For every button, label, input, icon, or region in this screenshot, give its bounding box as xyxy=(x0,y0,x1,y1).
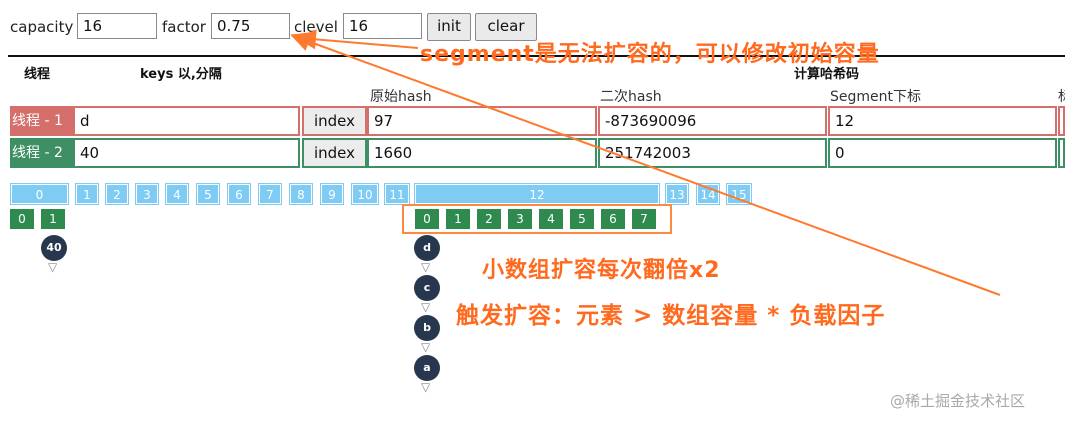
capacity-label: capacity xyxy=(10,18,74,36)
original-hash-header: 原始hash xyxy=(370,89,432,105)
thread-col-header: 线程 xyxy=(24,67,51,82)
segment-bucket-5[interactable]: 5 xyxy=(196,183,220,205)
segment-index-header: Segment下标 xyxy=(830,89,921,105)
factor-label: factor xyxy=(162,18,206,36)
segment-bucket-0[interactable]: 0 xyxy=(10,183,69,205)
seg12-slot-4: 4 xyxy=(539,209,563,229)
seg12-slot-3: 3 xyxy=(508,209,532,229)
node-a: a xyxy=(414,355,440,381)
clevel-input[interactable]: 16 xyxy=(343,13,422,39)
node-d: d xyxy=(414,235,440,261)
secondary-hash-header: 二次hash xyxy=(600,89,662,105)
segment-bucket-10[interactable]: 10 xyxy=(351,183,379,205)
capacity-input[interactable]: 16 xyxy=(77,13,157,39)
segment-bucket-13[interactable]: 13 xyxy=(665,183,689,205)
seg12-slot-6: 6 xyxy=(601,209,625,229)
thread-1-label: 线程 - 1 xyxy=(10,106,73,136)
segment-bucket-4[interactable]: 4 xyxy=(165,183,189,205)
arrow-to-clevel xyxy=(296,29,419,50)
truncated-header: 标 xyxy=(1058,86,1065,106)
down-arrow-icon: ▽ xyxy=(421,300,431,314)
seg12-slot-2: 2 xyxy=(477,209,501,229)
thread-1-original-hash: 97 xyxy=(367,106,597,136)
thread-1-keys-input[interactable]: d xyxy=(73,106,300,136)
seg12-slot-5: 5 xyxy=(570,209,594,229)
thread-2-segment-index: 0 xyxy=(828,138,1057,168)
segment-bucket-2[interactable]: 2 xyxy=(105,183,129,205)
thread-1-index-button[interactable]: index xyxy=(302,106,367,136)
seg12-slot-7: 7 xyxy=(632,209,656,229)
arrow-to-factor xyxy=(290,32,1001,296)
down-arrow-icon: ▽ xyxy=(48,260,58,274)
thread-2-keys-input[interactable]: 40 xyxy=(73,138,300,168)
thread-2-original-hash: 1660 xyxy=(367,138,597,168)
node-c: c xyxy=(414,275,440,301)
seg12-slot-1: 1 xyxy=(446,209,470,229)
segment-bucket-8[interactable]: 8 xyxy=(289,183,313,205)
down-arrow-icon: ▽ xyxy=(421,340,431,354)
segment-bucket-1[interactable]: 1 xyxy=(75,183,99,205)
segment-bucket-7[interactable]: 7 xyxy=(258,183,282,205)
clear-button[interactable]: clear xyxy=(475,13,537,41)
hash-group-header: 计算哈希码 xyxy=(794,67,860,82)
node-40: 40 xyxy=(41,235,67,261)
seg0-slot-1: 1 xyxy=(41,209,65,229)
keys-col-header: keys 以,分隔 xyxy=(140,67,222,82)
watermark: @稀土掘金技术社区 xyxy=(890,392,1026,410)
down-arrow-icon: ▽ xyxy=(421,380,431,394)
segment-note: segment是无法扩容的，可以修改初始容量 xyxy=(420,42,880,67)
thread-2-index-button[interactable]: index xyxy=(302,138,367,168)
init-button[interactable]: init xyxy=(427,13,471,41)
factor-input[interactable]: 0.75 xyxy=(211,13,290,39)
segment-bucket-11[interactable]: 11 xyxy=(384,183,410,205)
seg12-slot-0: 0 xyxy=(415,209,439,229)
resize-note: 小数组扩容每次翻倍x2 xyxy=(482,258,721,283)
node-b: b xyxy=(414,315,440,341)
segment-bucket-6[interactable]: 6 xyxy=(227,183,251,205)
thread-1-segment-index: 12 xyxy=(828,106,1057,136)
thread-2-label: 线程 - 2 xyxy=(10,138,73,168)
seg0-slot-0: 0 xyxy=(10,209,34,229)
down-arrow-icon: ▽ xyxy=(421,260,431,274)
thread-2-truncated-cell xyxy=(1058,138,1065,168)
segment-bucket-12[interactable]: 12 xyxy=(414,183,660,205)
seg12-highlight-box xyxy=(402,204,672,234)
segment-bucket-9[interactable]: 9 xyxy=(320,183,344,205)
segment-bucket-3[interactable]: 3 xyxy=(135,183,159,205)
header-rule xyxy=(8,55,1065,57)
trigger-note: 触发扩容：元素 > 数组容量 * 负载因子 xyxy=(456,303,886,329)
thread-1-truncated-cell xyxy=(1058,106,1065,136)
thread-1-secondary-hash: -873690096 xyxy=(598,106,827,136)
